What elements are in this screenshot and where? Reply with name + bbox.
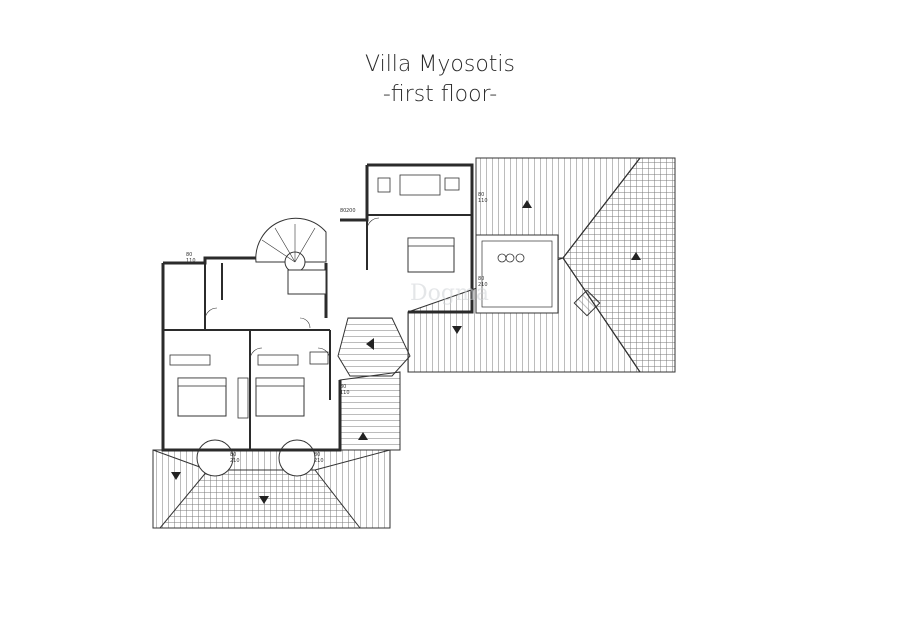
roof-slope-arrows xyxy=(171,200,641,504)
dim-label-3: 80 xyxy=(478,276,484,282)
dim-label-2: 110 xyxy=(478,198,488,204)
arrow-up-icon-3 xyxy=(358,432,368,440)
dim-label-1: 80 xyxy=(478,192,484,198)
watermark: Dogma xyxy=(410,281,489,306)
bathroom-top xyxy=(377,174,460,196)
bed-master xyxy=(407,237,455,273)
dim-label-6: 110 xyxy=(340,390,350,396)
dim-label-7: 80 xyxy=(230,452,236,458)
dim-label-4: 210 xyxy=(478,282,488,288)
bed-left xyxy=(177,377,227,417)
roof-right xyxy=(407,157,676,373)
arrow-down-icon xyxy=(452,326,462,334)
wardrobes xyxy=(169,351,329,419)
arrow-down-icon-2 xyxy=(171,472,181,480)
arrow-up-icon-2 xyxy=(631,252,641,260)
door-swings xyxy=(204,217,380,361)
dim-label-5: 80 xyxy=(340,384,346,390)
roof-bottom xyxy=(152,439,391,529)
dim-label-8: 210 xyxy=(230,458,240,464)
dim-label-14: 200 xyxy=(346,208,356,214)
dim-label-9: 80 xyxy=(314,452,320,458)
bed-middle xyxy=(255,377,305,417)
title-block: Villa Myosotis -first floor- xyxy=(0,50,880,110)
dim-label-13: 80 xyxy=(340,208,346,214)
spiral-staircase xyxy=(255,217,327,295)
arrow-left-icon xyxy=(366,338,374,350)
dim-label-10: 210 xyxy=(314,458,324,464)
arrow-down-icon-3 xyxy=(259,496,269,504)
plan-title: Villa Myosotis xyxy=(365,52,515,77)
dimension-labels: 80 110 80 210 80 110 80 210 80 210 80 11… xyxy=(186,192,488,464)
roof-terrace-left xyxy=(337,317,411,451)
plan-subtitle: -first floor- xyxy=(382,82,498,107)
dim-label-11: 80 xyxy=(186,252,192,258)
arrow-up-icon xyxy=(522,200,532,208)
dim-label-12: 110 xyxy=(186,258,196,264)
